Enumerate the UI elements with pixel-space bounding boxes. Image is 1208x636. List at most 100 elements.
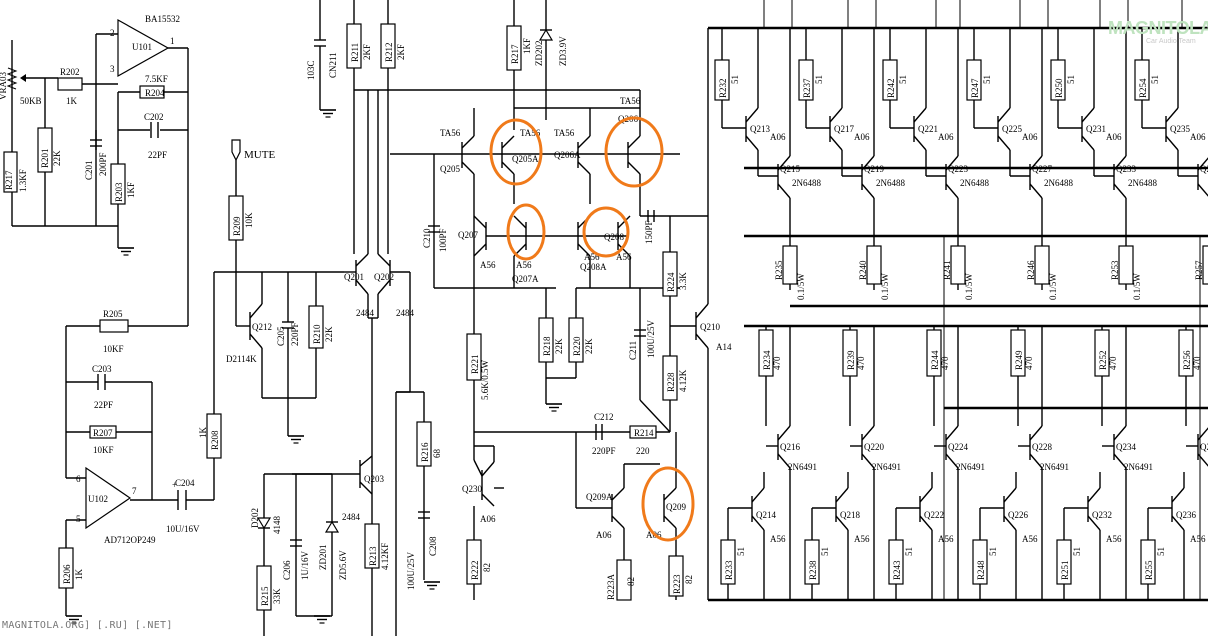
svg-text:Q207A: Q207A bbox=[512, 274, 539, 284]
resistor-ref: R237 bbox=[802, 78, 812, 98]
transistor-part: 2N6488 bbox=[876, 178, 905, 188]
resistor-value: 51 bbox=[1066, 75, 1076, 84]
resistor-r246 bbox=[1034, 245, 1050, 285]
resistor-ref: R244 bbox=[930, 350, 940, 370]
svg-text:D202: D202 bbox=[250, 508, 260, 528]
capacitor-icon bbox=[150, 122, 159, 138]
svg-text:1KF: 1KF bbox=[522, 38, 532, 54]
transistor-part: A56 bbox=[1190, 534, 1206, 544]
svg-text:ZD3.9V: ZD3.9V bbox=[558, 36, 568, 66]
resistor-value: 470 bbox=[1024, 356, 1034, 370]
svg-text:2: 2 bbox=[110, 28, 115, 38]
ground-icon bbox=[423, 581, 441, 590]
r228-resistor bbox=[662, 355, 678, 401]
resistor-value: 51 bbox=[820, 547, 830, 556]
wire bbox=[1113, 155, 1127, 171]
ground-icon bbox=[545, 403, 563, 412]
svg-text:TA56: TA56 bbox=[620, 96, 641, 106]
wire bbox=[1081, 135, 1095, 151]
transistor-ref: Q213 bbox=[750, 124, 770, 134]
svg-text:R224: R224 bbox=[666, 272, 676, 292]
transistor-part: A06 bbox=[1022, 132, 1038, 142]
resistor-ref: R240 bbox=[858, 260, 868, 280]
wire bbox=[945, 425, 959, 441]
svg-text:4148: 4148 bbox=[272, 516, 282, 535]
opamp-icon bbox=[117, 18, 170, 78]
transistor-ref: Q217 bbox=[834, 124, 854, 134]
svg-text:1: 1 bbox=[170, 36, 175, 46]
svg-text:2KF: 2KF bbox=[362, 44, 372, 60]
resistor-value: 51 bbox=[736, 547, 746, 556]
r215-resistor bbox=[256, 565, 272, 611]
svg-text:82: 82 bbox=[684, 575, 694, 584]
highlight-marks bbox=[489, 116, 695, 542]
svg-text:Q206A: Q206A bbox=[554, 150, 581, 160]
svg-text:220PF: 220PF bbox=[290, 322, 300, 346]
svg-text:C210: C210 bbox=[422, 228, 432, 248]
mute-connector-icon bbox=[231, 139, 241, 162]
svg-text:AD712OP249: AD712OP249 bbox=[104, 535, 156, 545]
svg-text:A14: A14 bbox=[716, 342, 732, 352]
resistor-r237 bbox=[798, 59, 814, 101]
resistor-r234 bbox=[758, 329, 774, 377]
r217b-resistor bbox=[416, 421, 432, 467]
svg-text:U102: U102 bbox=[88, 494, 108, 504]
transistor-part: 2N6491 bbox=[788, 462, 817, 472]
wire bbox=[861, 155, 875, 171]
svg-text:22K: 22K bbox=[324, 326, 334, 342]
resistor-ref: R247 bbox=[970, 78, 980, 98]
wire bbox=[745, 135, 759, 151]
diff-pair-stage: MUTE R209 10K Q212 D2114K C205 220PF R21… bbox=[226, 0, 640, 636]
wire bbox=[777, 453, 791, 469]
resistor-r235 bbox=[782, 245, 798, 285]
resistor-value: 51 bbox=[814, 75, 824, 84]
r221-resistor bbox=[466, 333, 482, 381]
r205-resistor bbox=[99, 319, 129, 333]
transistor-part: A56 bbox=[854, 534, 870, 544]
svg-text:10K: 10K bbox=[244, 212, 254, 228]
resistor-ref: R232 bbox=[718, 78, 728, 98]
svg-text:TA56: TA56 bbox=[554, 128, 575, 138]
svg-text:Q208A: Q208A bbox=[580, 262, 607, 272]
r217-resistor bbox=[3, 151, 18, 193]
svg-text:R209: R209 bbox=[232, 216, 242, 236]
wire bbox=[1171, 487, 1185, 503]
resistor-value: 0.1/5W bbox=[1048, 273, 1058, 300]
svg-text:R222: R222 bbox=[470, 560, 480, 580]
resistor-r249 bbox=[1010, 329, 1026, 377]
svg-text:1.3KF: 1.3KF bbox=[18, 169, 28, 192]
wire bbox=[1171, 515, 1185, 531]
svg-text:Q208: Q208 bbox=[604, 232, 624, 242]
svg-text:Q230: Q230 bbox=[462, 484, 482, 494]
resistor-value: 0.1/5W bbox=[1132, 273, 1142, 300]
wire bbox=[997, 107, 1011, 123]
wire bbox=[835, 515, 849, 531]
wire bbox=[777, 155, 791, 171]
svg-text:10KF: 10KF bbox=[93, 445, 114, 455]
resistor-ref: R234 bbox=[762, 350, 772, 370]
svg-text:C202: C202 bbox=[144, 112, 164, 122]
svg-text:C206: C206 bbox=[282, 560, 292, 580]
wire bbox=[751, 515, 765, 531]
transistor-ref: Q214 bbox=[756, 510, 776, 520]
wire bbox=[1165, 135, 1179, 151]
wire bbox=[1029, 453, 1043, 469]
npn-transistor-icon bbox=[627, 135, 641, 175]
r208-resistor bbox=[206, 413, 222, 459]
svg-text:R205: R205 bbox=[103, 309, 123, 319]
transistor-part: 2N6488 bbox=[792, 178, 821, 188]
resistor-r241 bbox=[950, 245, 966, 285]
svg-text:R221: R221 bbox=[470, 354, 480, 374]
r209-resistor bbox=[228, 195, 244, 241]
r213-resistor bbox=[364, 523, 380, 569]
svg-text:TA56: TA56 bbox=[440, 128, 461, 138]
transistor-part: A06 bbox=[1190, 132, 1206, 142]
transistor-part: 2N6491 bbox=[1040, 462, 1069, 472]
svg-text:4.12KF: 4.12KF bbox=[380, 543, 390, 570]
transistor-ref: Q222 bbox=[924, 510, 944, 520]
r211-resistor bbox=[346, 23, 362, 69]
svg-text:+: + bbox=[172, 480, 177, 490]
wire bbox=[1029, 155, 1043, 171]
resistor-value: 0.1/5W bbox=[964, 273, 974, 300]
